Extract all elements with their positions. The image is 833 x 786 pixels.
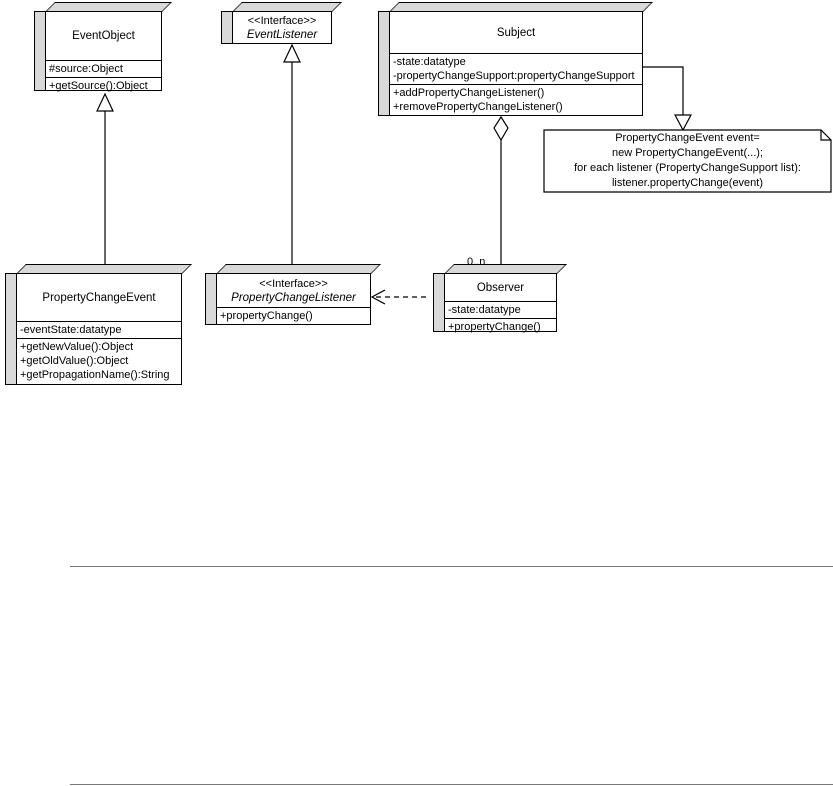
operation: +addPropertyChangeListener() xyxy=(393,87,545,99)
class-name: EventObject xyxy=(72,30,135,42)
class-observer: Observer -state:datatype +propertyChange… xyxy=(444,273,557,335)
attributes-compartment: -state:datatype xyxy=(445,302,556,319)
operation: +propertyChange() xyxy=(448,321,541,333)
attribute: -state:datatype xyxy=(393,56,466,68)
note-line: listener.propertyChange(event) xyxy=(611,177,764,189)
operation: +removePropertyChangeListener() xyxy=(393,101,563,113)
class-header: PropertyChangeEvent xyxy=(17,274,181,322)
class-header: <<Interface>> EventListener xyxy=(233,12,331,43)
operation: +propertyChange() xyxy=(220,310,313,322)
attribute: #source:Object xyxy=(49,63,123,75)
operations-compartment: +getSource():Object xyxy=(46,78,161,94)
note-line: new PropertyChangeEvent(...); xyxy=(611,147,764,159)
property-change-event-shade-left xyxy=(5,273,16,385)
attributes-compartment: -eventState:datatype xyxy=(17,322,181,339)
class-header: <<Interface>> PropertyChangeListener xyxy=(217,274,370,308)
class-event-object: EventObject #source:Object +getSource():… xyxy=(45,11,162,94)
operation: +getNewValue():Object xyxy=(20,341,134,353)
note: PropertyChangeEvent event= new PropertyC… xyxy=(544,130,831,192)
class-subject: Subject -state:datatype -propertyChangeS… xyxy=(389,11,643,116)
attribute: -eventState:datatype xyxy=(20,324,122,336)
class-name: Subject xyxy=(496,26,536,39)
attributes-compartment: #source:Object xyxy=(46,61,161,78)
note-fold xyxy=(820,130,831,141)
note-box xyxy=(543,129,832,193)
operations-compartment: +getNewValue():Object +getOldValue():Obj… xyxy=(17,339,181,383)
note-connector xyxy=(643,66,684,115)
stereotype: <<Interface>> xyxy=(259,277,328,290)
aggregation-diamond xyxy=(493,115,509,142)
divider-rule-bottom xyxy=(70,784,833,785)
operations-compartment: +propertyChange() xyxy=(445,319,556,335)
class-name: Observer xyxy=(476,281,525,294)
attributes-compartment: -state:datatype -propertyChangeSupport:p… xyxy=(390,54,642,85)
class-property-change-listener: <<Interface>> PropertyChangeListener +pr… xyxy=(216,273,371,325)
generalization-arrow-event xyxy=(96,92,114,112)
dependency-arrowhead xyxy=(370,289,386,305)
observer-shade-left xyxy=(433,273,444,332)
class-name: PropertyChangeEvent xyxy=(42,291,156,304)
operation: +getOldValue():Object xyxy=(20,355,129,367)
class-header: EventObject xyxy=(46,12,161,61)
generalization-arrow-listener xyxy=(283,43,301,63)
note-line: for each listener (PropertyChangeSupport… xyxy=(574,162,801,174)
class-header: Subject xyxy=(390,12,642,54)
class-name: EventListener xyxy=(246,28,318,41)
operations-compartment: +propertyChange() xyxy=(217,308,370,324)
note-connector-arrowhead xyxy=(674,114,692,132)
divider-rule-top xyxy=(70,566,833,567)
class-property-change-event: PropertyChangeEvent -eventState:datatype… xyxy=(16,273,182,385)
stereotype: <<Interface>> xyxy=(247,14,317,27)
class-name: PropertyChangeListener xyxy=(231,291,356,304)
attribute: -propertyChangeSupport:propertyChangeSup… xyxy=(393,70,635,82)
operation: +getPropagationName():String xyxy=(20,369,170,381)
event-object-shade-left xyxy=(34,11,45,91)
operation: +getSource():Object xyxy=(49,80,148,92)
attribute: -state:datatype xyxy=(448,304,521,316)
event-listener-shade-left xyxy=(221,11,232,44)
operations-compartment: +addPropertyChangeListener() +removeProp… xyxy=(390,85,642,115)
property-change-listener-shade-left xyxy=(205,273,216,325)
class-event-listener: <<Interface>> EventListener xyxy=(232,11,332,44)
subject-shade-left xyxy=(378,11,389,116)
class-header: Observer xyxy=(445,274,556,302)
note-line: PropertyChangeEvent event= xyxy=(615,132,760,144)
